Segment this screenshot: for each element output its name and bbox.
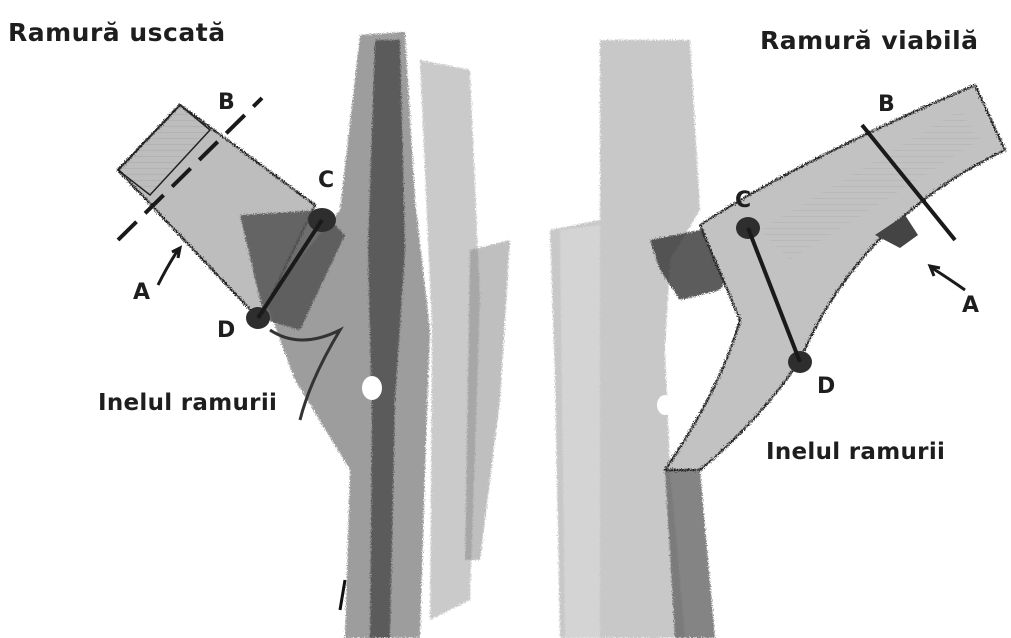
right-point-b: B	[878, 94, 895, 116]
right-point-d: D	[817, 376, 835, 398]
right-point-c: C	[735, 190, 751, 212]
right-panel-title: Ramură viabilă	[760, 28, 979, 53]
left-arrow-a	[158, 248, 180, 285]
left-ring-label: Inelul ramurii	[98, 392, 277, 415]
right-point-a: A	[962, 295, 979, 317]
right-arrow-a	[930, 266, 965, 290]
left-point-a: A	[133, 282, 150, 304]
left-panel-title: Ramură uscată	[8, 20, 226, 45]
right-ring-label: Inelul ramurii	[766, 441, 945, 464]
left-trunk	[265, 32, 510, 638]
right-trunk	[550, 40, 745, 638]
left-point-d: D	[217, 320, 235, 342]
left-point-b: B	[218, 92, 235, 114]
left-point-c: C	[318, 170, 334, 192]
